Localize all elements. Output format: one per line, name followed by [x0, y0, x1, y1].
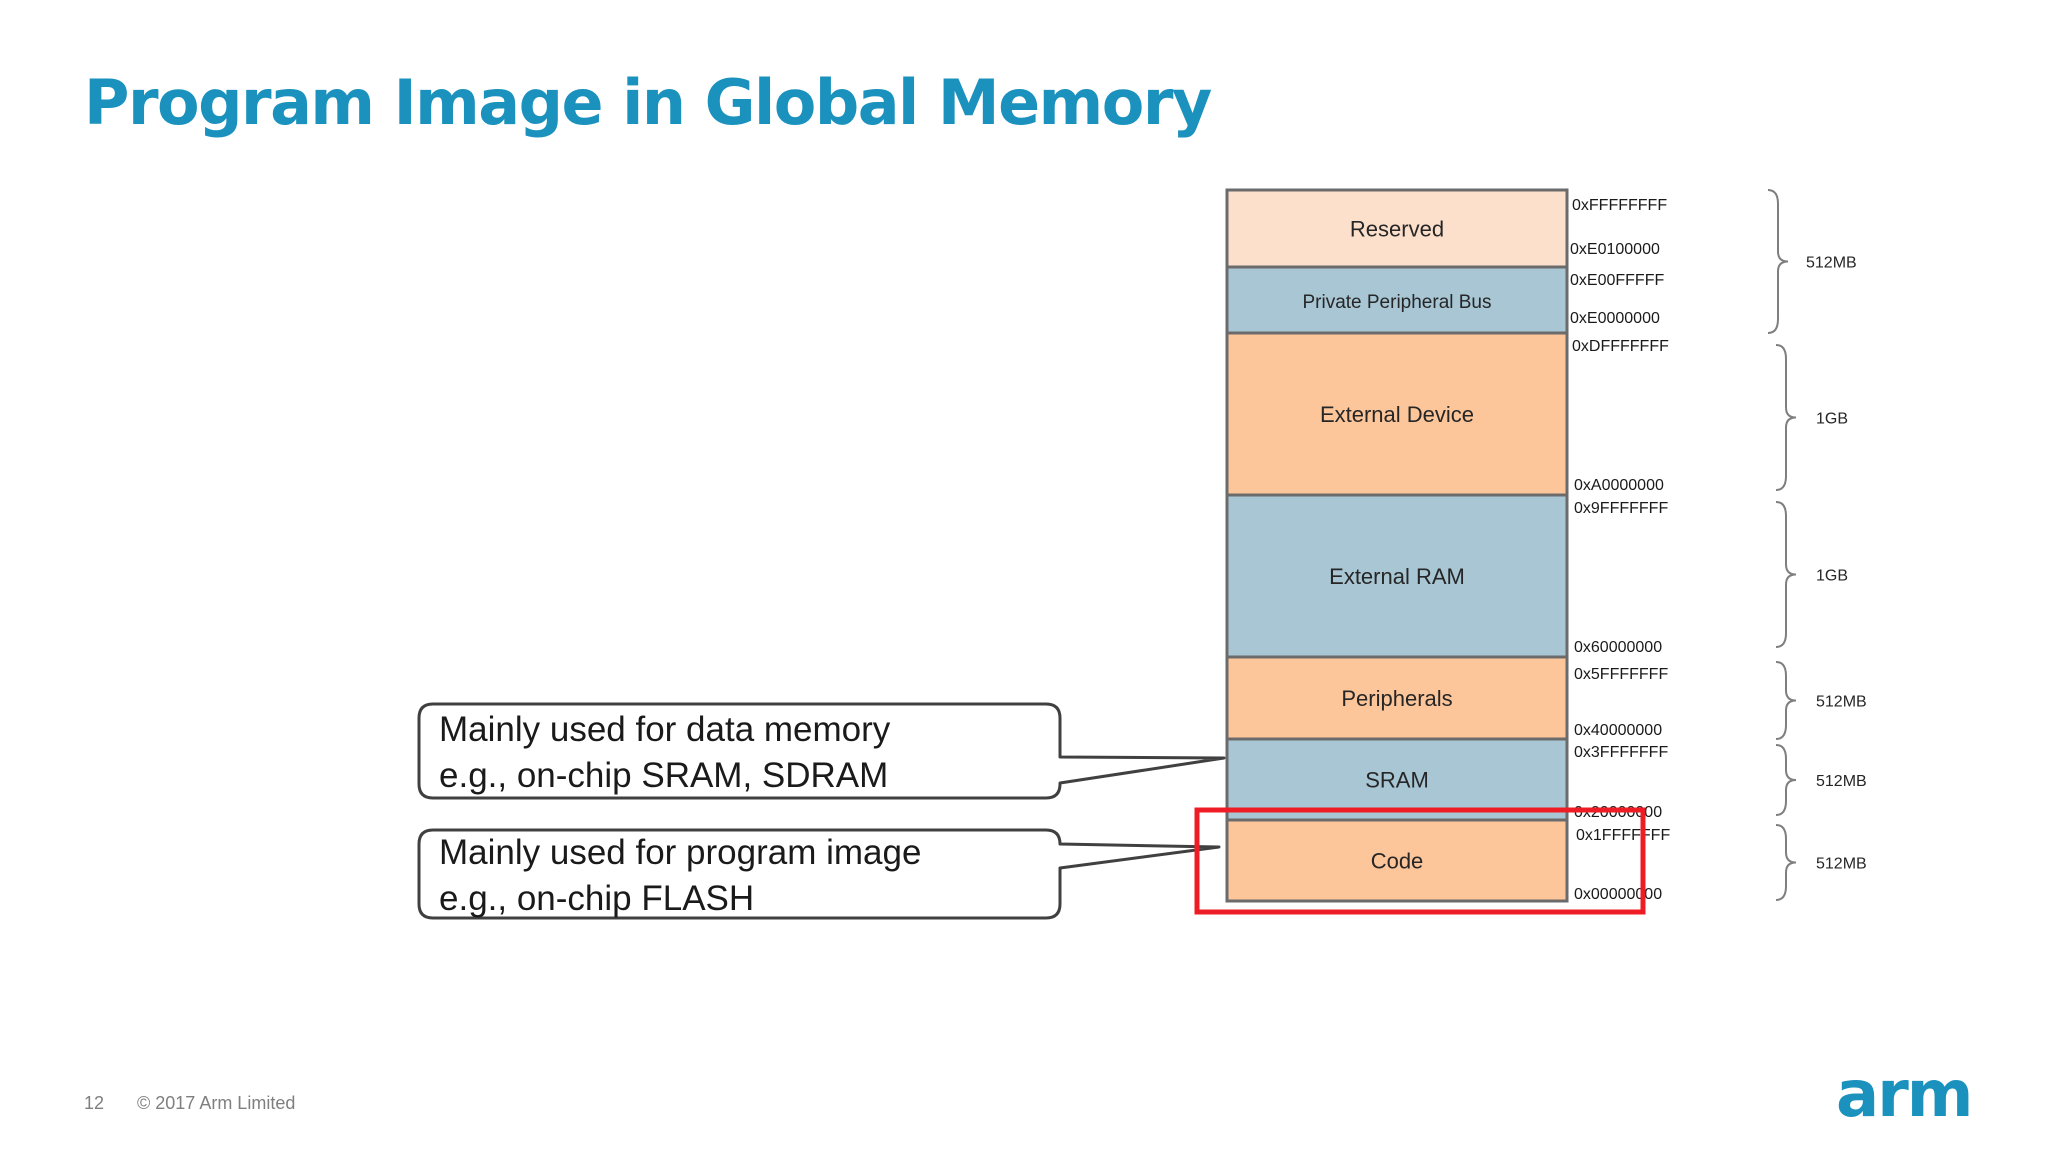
address-label: 0x5FFFFFFF: [1574, 666, 1668, 683]
region-label: SRAM: [1365, 768, 1429, 793]
size-brace-group: 1GB: [1775, 344, 1848, 491]
size-brace: [1775, 661, 1797, 740]
size-label: 512MB: [1806, 255, 1857, 272]
memory-region-external-ram: External RAM: [1225, 493, 1569, 659]
size-brace-group: 1GB: [1775, 501, 1848, 648]
address-label: 0xA0000000: [1574, 477, 1664, 494]
callout-line-2: e.g., on-chip SRAM, SDRAM: [439, 756, 888, 795]
address-label: 0x60000000: [1574, 639, 1662, 656]
memory-region-code: Code: [1225, 818, 1569, 903]
callout-program-image: Mainly used for program image e.g., on-ch…: [417, 828, 1221, 920]
address-label: 0x40000000: [1574, 722, 1662, 739]
size-brace: [1767, 189, 1789, 334]
size-brace: [1775, 824, 1797, 901]
region-label: External Device: [1320, 402, 1474, 427]
callout-bubble: [417, 828, 1221, 920]
page-number: 12: [84, 1093, 105, 1113]
slide-title: Program Image in Global Memory: [84, 66, 1212, 139]
memory-region-peripherals: Peripherals: [1225, 655, 1569, 741]
size-brace-group: 512MB: [1775, 744, 1867, 816]
size-brace: [1775, 501, 1797, 648]
address-label: 0xE0100000: [1570, 241, 1660, 258]
size-brace: [1775, 344, 1797, 491]
size-label: 1GB: [1816, 568, 1848, 585]
region-box: [1225, 818, 1569, 903]
callout-data-memory: Mainly used for data memory e.g., on-chip…: [417, 702, 1226, 800]
address-label: 0x1FFFFFFF: [1576, 827, 1670, 844]
arm-logo: arm: [1836, 1062, 1973, 1132]
region-box: [1225, 331, 1569, 497]
region-label: Code: [1371, 849, 1424, 874]
code-region-highlight: [1194, 807, 1646, 915]
size-brace-group: 512MB: [1775, 824, 1867, 901]
address-label: 0x9FFFFFFF: [1574, 500, 1668, 517]
region-label: External RAM: [1329, 564, 1465, 589]
arm-logo-text: arm: [1836, 1062, 1971, 1132]
copyright-text: © 2017 Arm Limited: [137, 1093, 296, 1113]
memory-region-private-peripheral-bus: Private Peripheral Bus: [1225, 265, 1569, 335]
memory-region-reserved: Reserved: [1225, 188, 1569, 269]
address-label: 0x3FFFFFFF: [1574, 744, 1668, 761]
callout-line-2: e.g., on-chip FLASH: [439, 879, 754, 918]
region-label: Peripherals: [1341, 686, 1452, 711]
size-label: 1GB: [1816, 411, 1848, 428]
address-label: 0x00000000: [1574, 886, 1662, 903]
size-brace-group: 512MB: [1767, 189, 1857, 334]
callout-bubble: [417, 702, 1226, 800]
address-label: 0xDFFFFFFF: [1572, 338, 1669, 355]
region-label: Reserved: [1350, 217, 1444, 242]
size-brace: [1775, 744, 1797, 816]
callout-line-1: Mainly used for program image: [439, 833, 921, 872]
region-box: [1225, 188, 1569, 269]
address-label: 0xE0000000: [1570, 310, 1660, 327]
region-label: Private Peripheral Bus: [1302, 292, 1491, 313]
size-brace-group: 512MB: [1775, 661, 1867, 740]
size-label: 512MB: [1816, 773, 1867, 790]
address-label: 0xFFFFFFFF: [1572, 197, 1667, 214]
address-label: 0xE00FFFFF: [1570, 272, 1664, 289]
memory-region-external-device: External Device: [1225, 331, 1569, 497]
region-box: [1225, 265, 1569, 335]
callout-line-1: Mainly used for data memory: [439, 710, 891, 749]
size-label: 512MB: [1816, 856, 1867, 873]
size-label: 512MB: [1816, 694, 1867, 711]
